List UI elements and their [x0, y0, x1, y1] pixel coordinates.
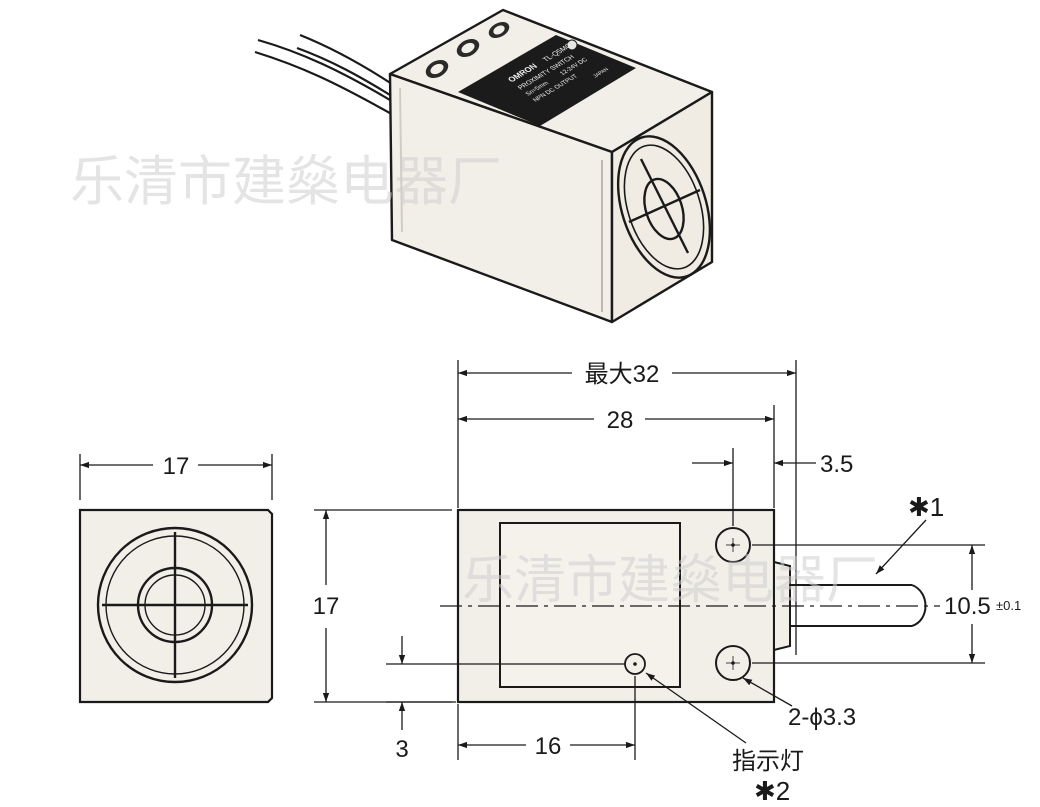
hole-pitch-tolerance: ±0.1: [996, 598, 1021, 613]
indicator-label: 指示灯: [732, 748, 804, 775]
label-plate: [458, 35, 636, 126]
isometric-view: OMRON TL-Q5MC PROXIMITY SWITCH Sn=5mm 12…: [254, 8, 714, 324]
note1-label: ✱1: [908, 492, 944, 522]
indicator-led-icon: [566, 39, 578, 51]
front-width-label: 17: [163, 453, 190, 480]
indicator-y-label: 3: [395, 736, 408, 763]
screw-icon: [425, 21, 510, 79]
indicator-icon: [624, 653, 646, 675]
indicator-x-label: 16: [535, 733, 562, 760]
height-label: 17: [313, 593, 340, 620]
note2-label: ✱2: [754, 776, 790, 806]
sensing-face-icon: [616, 135, 712, 279]
hole-offset-label: 3.5: [820, 451, 853, 478]
target-icon: [96, 526, 254, 684]
plan-view: 最大32 28 3.5 17 10.5 ±0.1 3: [313, 360, 1036, 806]
watermark-top: 乐清市建燊电器厂: [70, 150, 502, 213]
cable: [254, 33, 399, 117]
hole-pitch-label: 10.5: [944, 593, 991, 620]
holes-label: 2-ϕ3.3: [788, 704, 856, 731]
label-area: [499, 522, 681, 688]
watermark-bottom: 乐清市建燊电器厂: [462, 551, 878, 611]
length-label: 28: [607, 407, 634, 434]
front-view: 17: [78, 453, 274, 704]
mounting-hole-icon: [715, 527, 751, 681]
max-length-label: 最大32: [585, 361, 660, 388]
